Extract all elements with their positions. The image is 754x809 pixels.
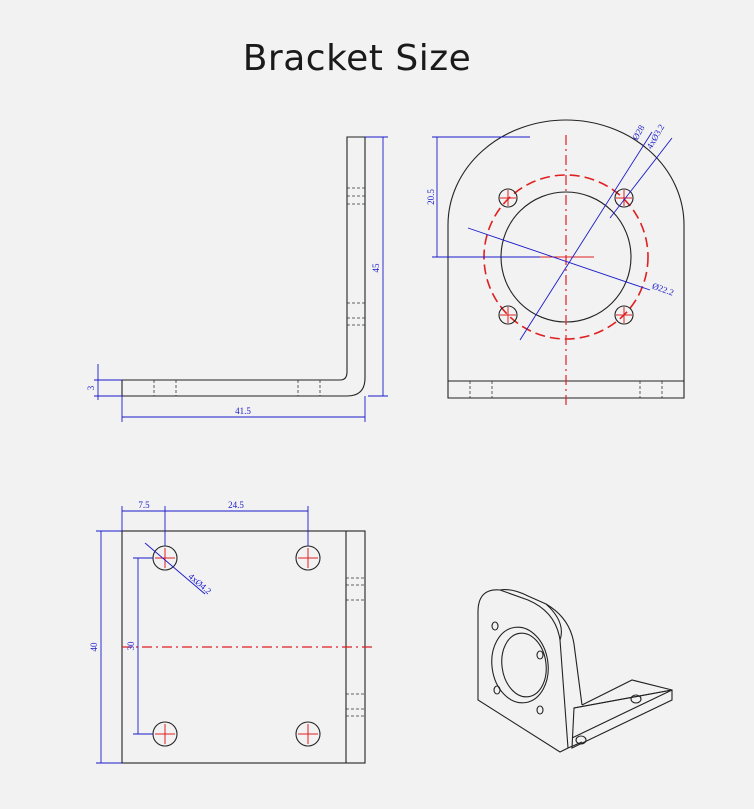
base-spacing-x-label: 24.5 (228, 500, 244, 510)
front-hole-br (614, 305, 634, 325)
base-hole-bl (152, 721, 178, 747)
base-height-label: 40 (89, 642, 99, 652)
base-holes-label: 4xØ4.2 (186, 571, 213, 596)
side-length-label: 41.5 (235, 406, 251, 416)
front-hole-tr (614, 188, 634, 208)
side-view: 45 3 41.5 (86, 136, 388, 422)
front-view: 20.5 Ø28 4xØ3.2 Ø22.2 (426, 119, 685, 408)
front-hole-tl (498, 188, 518, 208)
base-hole-br (295, 721, 321, 747)
front-holes-label: 4xØ3.2 (644, 122, 666, 150)
side-thickness-label: 3 (86, 385, 96, 390)
base-spacing-y-label: 30 (126, 641, 136, 651)
base-offset-label: 7.5 (138, 500, 150, 510)
isometric-view (477, 589, 673, 753)
side-height-label: 45 (371, 263, 381, 273)
front-offset-label: 20.5 (426, 189, 436, 205)
front-bore-label: Ø22.2 (651, 281, 675, 298)
front-bolt-circle-label: Ø28 (630, 123, 647, 142)
base-view: 7.5 24.5 40 30 4xØ4.2 (89, 500, 372, 764)
base-hole-tr (295, 545, 321, 571)
front-hole-bl (498, 305, 518, 325)
page-title: Bracket Size (242, 38, 472, 79)
base-hole-tl (152, 545, 178, 571)
